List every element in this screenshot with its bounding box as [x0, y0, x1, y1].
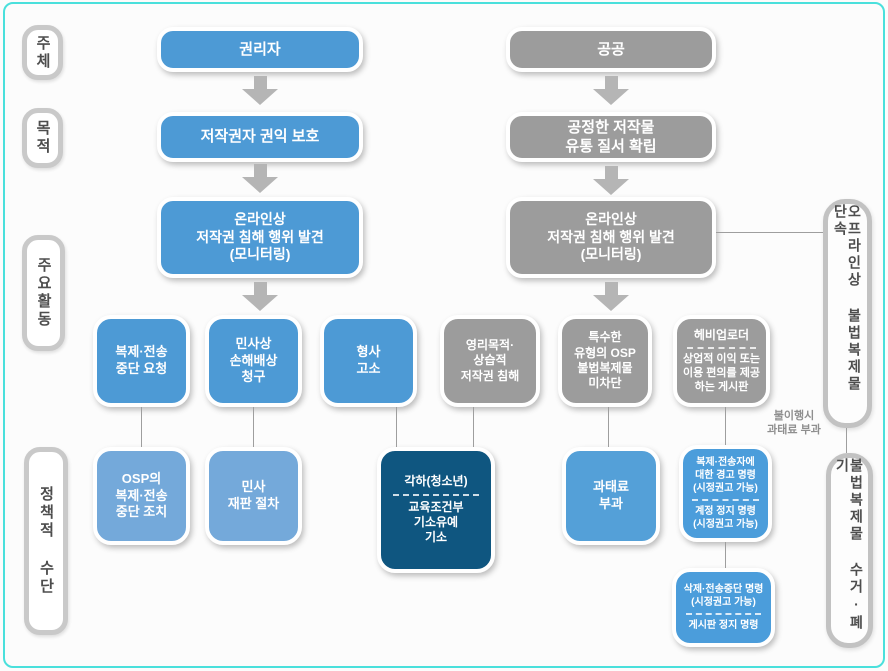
connector-monitoring-to-offline — [716, 232, 823, 233]
connector-offline-to-collect — [846, 428, 847, 453]
dashed-divider — [393, 493, 479, 496]
heavy-uploader-title: 헤비업로더 — [693, 327, 750, 342]
osp-action-box: OSP의 복제·전송 중단 조치 — [93, 447, 190, 545]
arrow-stem — [604, 166, 618, 179]
arrow-stem — [253, 76, 267, 89]
osp-unblocked-box: 특수한 유형의 OSP 불법복제물 미차단 — [558, 315, 652, 407]
stage-label-policy-text: 정책적 수단 — [37, 486, 55, 596]
stop-request-box: 복제·전송 중단 요청 — [93, 315, 190, 407]
arrow-head — [242, 295, 278, 311]
public-monitoring-box: 온라인상 저작권 침해 행위 발견 (모니터링) — [506, 197, 716, 278]
warning-order-top-text: 복제·전송자에 대한 경고 명령 (시정권고 가능) — [693, 457, 758, 494]
public-monitoring-text: 온라인상 저작권 침해 행위 발견 (모니터링) — [547, 210, 675, 263]
connector-uploader-to-warning — [725, 407, 726, 445]
heavy-uploader-box: 헤비업로더 상업적 이익 또는 이용 편의를 제공 하는 게시판 — [673, 315, 770, 407]
fine-text: 과태료 부과 — [593, 479, 629, 511]
commercial-infringement-text: 영리목적· 상습적 저작권 침해 — [460, 337, 520, 383]
stage-label-purpose: 목적 — [22, 108, 63, 168]
rights-subject-box: 권리자 — [157, 27, 363, 72]
criminal-complaint-text: 형사 고소 — [356, 344, 381, 376]
noncompliance-note: 불이행시 과태료 부과 — [767, 410, 821, 436]
collect-dispose-text: 불법복제물 수거·폐기 — [834, 458, 865, 632]
arrow-stem — [604, 282, 618, 295]
arrow-stem — [604, 76, 618, 89]
rights-purpose-box: 저작권자 권익 보호 — [157, 112, 363, 162]
arrow-head — [242, 177, 278, 193]
stop-request-text: 복제·전송 중단 요청 — [115, 344, 168, 376]
dashed-divider — [692, 499, 759, 501]
stage-label-activity-text: 주요활동 — [35, 257, 52, 329]
arrow-head — [593, 295, 629, 311]
delete-order-top-text: 삭제·전송중단 명령 (시정권고 가능) — [683, 584, 764, 608]
down-arrow-icon — [593, 282, 629, 312]
osp-action-text: OSP의 복제·전송 중단 조치 — [115, 471, 168, 520]
prosecution-box: 각하(청소년) 교육조건부 기소유예 기소 — [377, 447, 495, 573]
stage-label-policy: 정책적 수단 — [24, 447, 68, 635]
connector-civil-claim — [253, 407, 254, 447]
public-subject-box: 공공 — [506, 27, 716, 72]
offline-crackdown-text: 오프라인상 불법복제물 단속 — [832, 204, 863, 393]
stage-label-subject: 주체 — [22, 25, 63, 80]
prosecution-body: 교육조건부 기소유예 기소 — [408, 499, 464, 545]
arrow-stem — [253, 282, 267, 295]
down-arrow-icon — [242, 282, 278, 312]
fine-box: 과태료 부과 — [562, 447, 660, 545]
connector-stop-request — [141, 407, 142, 447]
commercial-infringement-box: 영리목적· 상습적 저작권 침해 — [440, 315, 540, 407]
down-arrow-icon — [242, 164, 278, 194]
civil-claim-box: 민사상 손해배상 청구 — [205, 315, 302, 407]
rights-subject-text: 권리자 — [239, 40, 281, 58]
delete-order-bottom-text: 게시판 정지 명령 — [688, 620, 759, 631]
arrow-head — [593, 89, 629, 105]
collect-dispose-box: 불법복제물 수거·폐기 — [826, 453, 873, 648]
down-arrow-icon — [593, 166, 629, 196]
civil-claim-text: 민사상 손해배상 청구 — [229, 336, 278, 385]
civil-trial-text: 민사 재판 절차 — [227, 479, 280, 511]
prosecution-title: 각하(청소년) — [404, 474, 468, 489]
rights-monitoring-text: 온라인상 저작권 침해 행위 발견 (모니터링) — [196, 210, 324, 263]
heavy-uploader-body: 상업적 이익 또는 이용 편의를 제공 하는 게시판 — [683, 353, 760, 393]
dashed-divider — [686, 347, 757, 350]
warning-order-box: 복제·전송자에 대한 경고 명령 (시정권고 가능) 계정 정지 명령 (시정권… — [679, 445, 772, 542]
down-arrow-icon — [242, 76, 278, 106]
delete-order-box: 삭제·전송중단 명령 (시정권고 가능) 게시판 정지 명령 — [672, 568, 775, 647]
stage-label-activity: 주요활동 — [22, 235, 65, 351]
dashed-divider — [686, 613, 761, 615]
public-purpose-box: 공정한 저작물 유통 질서 확립 — [506, 112, 716, 162]
arrow-stem — [253, 164, 267, 177]
connector-warning-to-delete — [725, 542, 726, 568]
connector-commercial-to-prosecution — [473, 407, 474, 447]
offline-crackdown-box: 오프라인상 불법복제물 단속 — [823, 199, 872, 428]
rights-monitoring-box: 온라인상 저작권 침해 행위 발견 (모니터링) — [157, 197, 363, 278]
public-purpose-text: 공정한 저작물 유통 질서 확립 — [565, 118, 657, 155]
arrow-head — [242, 89, 278, 105]
connector-osp-to-fine — [608, 407, 609, 447]
rights-purpose-text: 저작권자 권익 보호 — [200, 128, 320, 146]
osp-unblocked-text: 특수한 유형의 OSP 불법복제물 미차단 — [574, 330, 636, 391]
public-subject-text: 공공 — [597, 40, 625, 58]
stage-label-subject-text: 주체 — [34, 34, 51, 71]
down-arrow-icon — [593, 76, 629, 106]
arrow-head — [593, 179, 629, 195]
warning-order-bottom-text: 계정 정지 명령 (시정권고 가능) — [693, 506, 758, 530]
civil-trial-box: 민사 재판 절차 — [205, 447, 302, 545]
criminal-complaint-box: 형사 고소 — [320, 315, 417, 407]
stage-label-purpose-text: 목적 — [34, 120, 51, 156]
connector-criminal-to-prosecution — [396, 407, 397, 447]
